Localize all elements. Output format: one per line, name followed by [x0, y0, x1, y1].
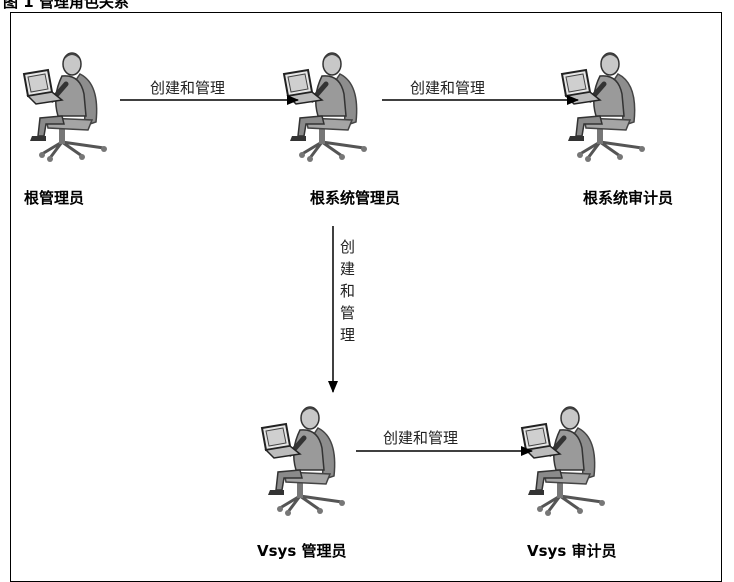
- node-vsys-auditor: Vsys 审计员: [522, 407, 616, 560]
- user-at-laptop-icon: [24, 53, 107, 162]
- edge-root-admin-to-root-system-admin: 创建和管理: [120, 79, 299, 105]
- edge-label-char: 管: [340, 304, 355, 322]
- user-at-laptop-icon: [262, 407, 345, 516]
- edge-label-char: 理: [340, 326, 355, 344]
- edge-label-char: 建: [340, 260, 355, 278]
- edge-root-system-admin-to-root-system-auditor: 创建和管理: [382, 79, 579, 105]
- edge-root-system-admin-to-vsys-admin: 创 建 和 管 理: [328, 226, 355, 393]
- figure-caption-strip: 图 1 管理角色关系: [0, 0, 734, 12]
- node-root-admin: 根管理员: [24, 53, 107, 207]
- node-vsys-admin: Vsys 管理员: [257, 407, 346, 560]
- node-root-system-auditor: 根系统审计员: [562, 53, 673, 207]
- user-at-laptop-icon: [522, 407, 605, 516]
- role-label-vsys-auditor: Vsys 审计员: [527, 542, 616, 560]
- user-at-laptop-icon: [284, 53, 367, 162]
- edge-label-char: 创: [340, 238, 355, 256]
- edge-label: 创建和管理: [150, 79, 225, 97]
- role-label-vsys-admin: Vsys 管理员: [257, 542, 346, 560]
- figure-caption: 图 1 管理角色关系: [3, 0, 129, 11]
- role-label-root-system-auditor: 根系统审计员: [583, 189, 673, 207]
- role-relationship-diagram: 根管理员 根系统管理员 根系统审计员 Vsys 管理员 Vsys 审计员 创建和…: [0, 0, 673, 560]
- edge-vsys-admin-to-vsys-auditor: 创建和管理: [356, 429, 533, 456]
- role-label-root-system-admin: 根系统管理员: [310, 189, 400, 207]
- edge-label: 创建和管理: [410, 79, 485, 97]
- node-root-system-admin: 根系统管理员: [284, 53, 400, 207]
- edge-label: 创建和管理: [383, 429, 458, 447]
- role-label-root-admin: 根管理员: [24, 189, 84, 207]
- edge-label-char: 和: [340, 282, 355, 300]
- user-at-laptop-icon: [562, 53, 645, 162]
